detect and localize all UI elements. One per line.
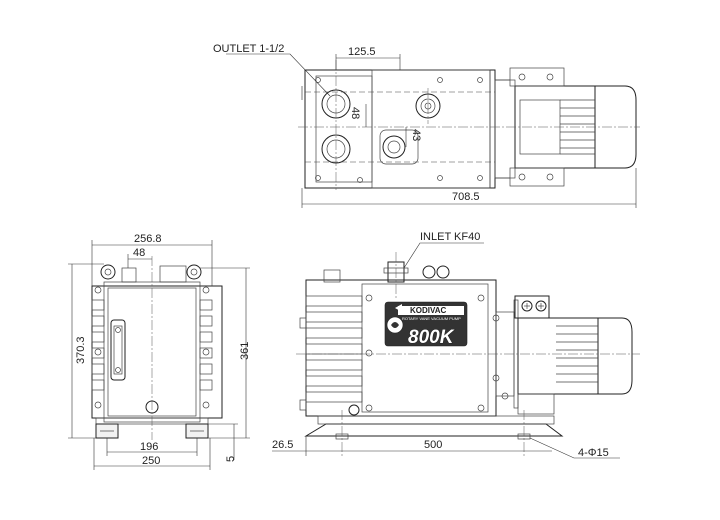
end-outlet-stub xyxy=(121,267,137,283)
dim-end-width: 256.8 xyxy=(134,233,162,245)
side-motor xyxy=(517,317,599,395)
side-view: KODIVAC ROTARY VANE VACUUM PUMP 800K xyxy=(272,231,640,459)
end-inlet-flange xyxy=(159,265,187,283)
dim-top-height-2: 43 xyxy=(410,129,422,141)
oil-sight-glass xyxy=(382,135,406,159)
dim-side-offset: 26.5 xyxy=(272,439,293,451)
dim-end-foot-height: 5 xyxy=(225,456,237,462)
side-terminal-box xyxy=(514,295,550,319)
top-coupling-housing xyxy=(494,79,516,179)
side-pump-body xyxy=(305,279,497,417)
end-oil-level-window xyxy=(110,319,126,381)
model-number: 800K xyxy=(408,327,455,348)
dim-top-height-1: 48 xyxy=(349,107,361,119)
top-main-casing xyxy=(371,69,491,189)
top-view: 125.5 48 43 OUTLET 1-1/2 708.5 xyxy=(213,43,640,208)
dim-top-length: 708.5 xyxy=(452,191,480,203)
holes-label: 4-Φ15 xyxy=(578,447,609,459)
end-view: 256.8 48 370.3 361 5 196 250 xyxy=(68,233,251,470)
dim-end-total-height: 370.3 xyxy=(75,336,87,364)
dim-top-width: 125.5 xyxy=(348,46,376,58)
dim-end-base: 250 xyxy=(142,455,160,467)
inlet-label: INLET KF40 xyxy=(420,231,480,243)
brand-subtitle: ROTARY VANE VACUUM PUMP xyxy=(402,316,461,321)
dim-side-mount: 500 xyxy=(424,439,442,451)
dim-end-small: 48 xyxy=(133,247,145,259)
dim-end-feet: 196 xyxy=(140,441,158,453)
outlet-label: OUTLET 1-1/2 xyxy=(213,43,284,55)
brand-name: KODIVAC xyxy=(410,306,447,315)
dim-end-height: 361 xyxy=(239,342,251,360)
top-pump-body xyxy=(304,69,496,189)
side-motor-fan-cover xyxy=(598,317,633,395)
